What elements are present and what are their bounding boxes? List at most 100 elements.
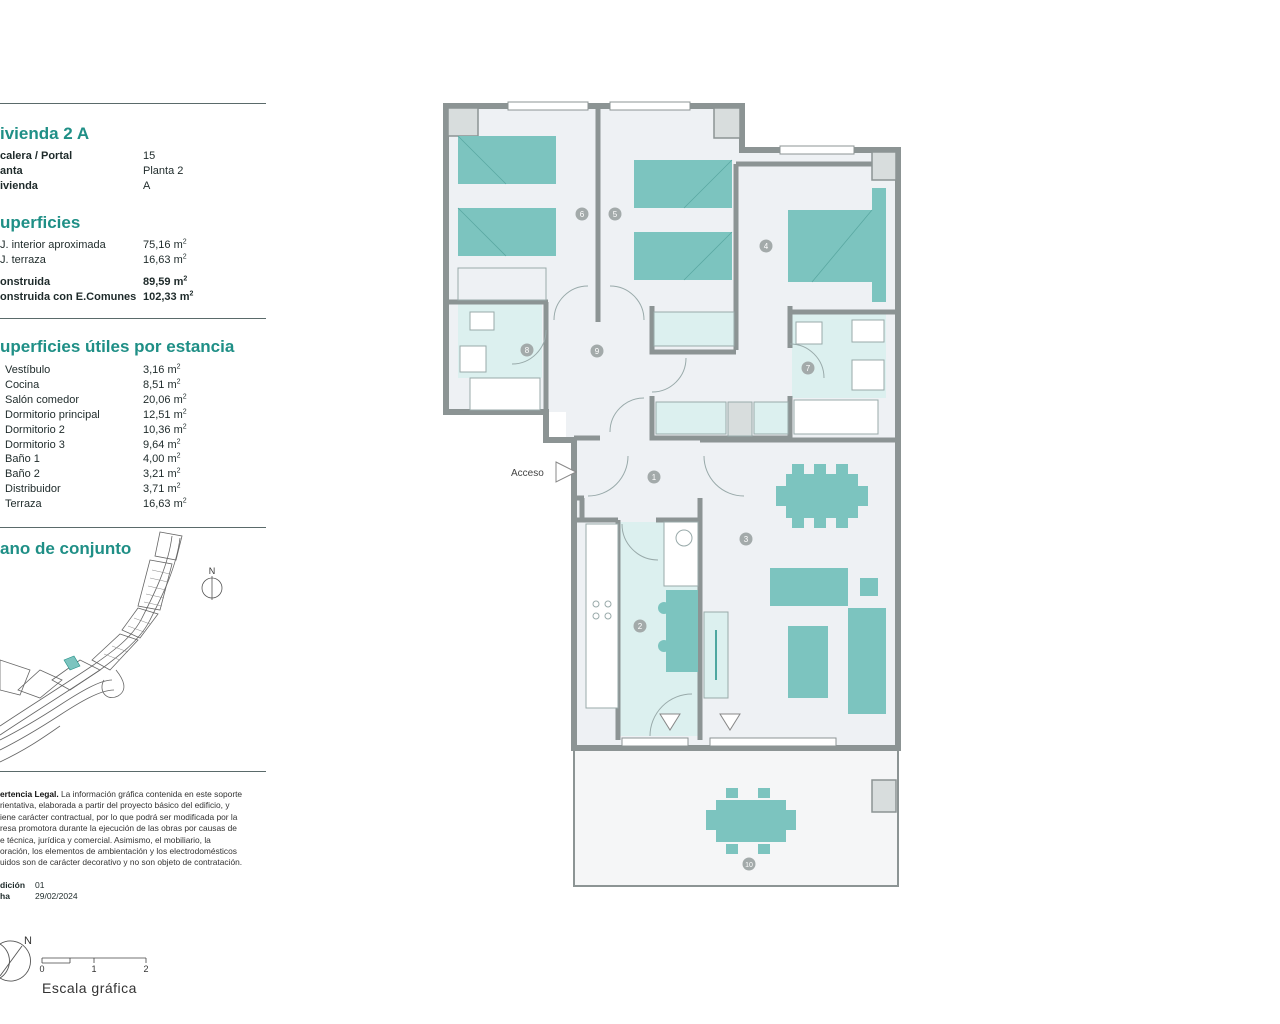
- surface-value: 75,16 m2: [143, 238, 187, 251]
- room-surface-label: Cocina: [5, 378, 40, 391]
- room-number-label: 5: [613, 210, 618, 219]
- detail-value: Planta 2: [143, 165, 184, 177]
- room-surface-value: 3,16 m2: [143, 363, 181, 376]
- legal-line: iene carácter contractual, por lo que po…: [0, 811, 238, 822]
- living-room-furniture: [703, 464, 886, 714]
- room-number-label: 6: [580, 210, 585, 219]
- room-number-marker: [633, 619, 647, 633]
- interior-walls: [446, 106, 898, 740]
- room-surface-label: Vestíbulo: [5, 364, 51, 376]
- legal-line: oración, los elementos de ambientación y…: [0, 846, 237, 857]
- bedroom-3: [457, 135, 556, 301]
- arrow-down-icon: [719, 713, 741, 731]
- room-surface-value: 10,36 m2: [143, 422, 187, 436]
- edition-label: dición: [0, 880, 26, 890]
- access-label: Acceso: [511, 468, 544, 479]
- legal-heading: ertencia Legal.: [0, 789, 59, 799]
- master-bedroom: [788, 188, 886, 302]
- door-swings: [511, 285, 825, 737]
- legal-line: uidos son de carácter decorativo y no so…: [0, 857, 243, 868]
- scale-label: Escala gráfica: [42, 980, 137, 996]
- detail-label: anta: [0, 165, 23, 177]
- room-surface-label: Baño 1: [5, 453, 40, 466]
- edition-label: ha: [0, 891, 10, 901]
- terrace-furniture: [706, 788, 796, 854]
- built-surface-value: 89,59 m2: [143, 275, 188, 288]
- entrance-arrow-icon: [555, 461, 578, 483]
- detail-value: A: [143, 180, 151, 192]
- room-surface-label: Distribuidor: [5, 483, 61, 496]
- scale-tick-2: 2: [143, 964, 148, 974]
- room-surface-value: 4,00 m2: [143, 452, 181, 466]
- divider: [0, 771, 266, 772]
- surface-label: J. terraza: [0, 254, 46, 266]
- room-number-label: 4: [764, 242, 769, 251]
- legal-line: rientativa, elaborada a partir del proye…: [0, 800, 230, 811]
- room-surface-label: Salón comedor: [5, 393, 79, 406]
- north-arrow-icon: N: [201, 566, 223, 600]
- arrow-down-icon: [659, 713, 681, 731]
- room-surface-value: 20,06 m2: [143, 393, 187, 406]
- room-number-marker: [742, 857, 756, 871]
- built-surface-label: onstruida: [0, 276, 51, 288]
- room-number-marker: [647, 470, 661, 484]
- room-number-marker: [801, 361, 815, 375]
- room-number-label: 9: [595, 347, 600, 356]
- bath-1-fixtures: [793, 319, 885, 435]
- legal-line: e técnica, jurídica y comercial. Asimism…: [0, 834, 211, 845]
- surfaces-title: uperficies: [0, 213, 81, 232]
- room-number-marker: [759, 239, 773, 253]
- legal-line: resa promotora durante la ejecución de l…: [0, 823, 237, 834]
- site-plan-title: ano de conjunto: [0, 539, 132, 558]
- svg-text:N: N: [24, 935, 32, 947]
- room-number-marker: [590, 344, 604, 358]
- room-number-marker: [520, 343, 534, 357]
- detail-label: ivienda: [0, 180, 38, 192]
- room-surface-value: 8,51 m2: [143, 378, 181, 391]
- room-number-marker: [608, 207, 622, 221]
- north-arrow-icon: N: [0, 935, 32, 982]
- room-surface-value: 3,71 m2: [143, 482, 181, 496]
- detail-value: 15: [143, 150, 156, 162]
- edition-value: 01: [35, 880, 45, 890]
- room-number-marker: [739, 532, 753, 546]
- room-number-label: 8: [525, 346, 530, 355]
- hall-wardrobes: [655, 401, 789, 437]
- highlighted-building: [63, 655, 81, 671]
- surface-label: J. interior aproximada: [0, 239, 106, 251]
- svg-text:N: N: [209, 566, 216, 576]
- kitchen-fixtures: [585, 521, 699, 709]
- room-surface-value: 12,51 m2: [143, 408, 187, 421]
- detail-label: calera / Portal: [0, 150, 73, 162]
- room-surface-value: 16,63 m2: [143, 497, 187, 511]
- divider: [0, 103, 266, 104]
- room-number-marker: [575, 207, 589, 221]
- room-number-label: 1: [652, 473, 657, 482]
- scale-tick-1: 1: [91, 964, 96, 974]
- entrance-markers: [555, 461, 741, 731]
- room-surfaces-title: uperficies útiles por estancia: [0, 337, 235, 356]
- built-surface-value: 102,33 m2: [143, 290, 194, 303]
- room-surface-label: Baño 2: [5, 468, 40, 481]
- room-number-label: 7: [806, 364, 811, 373]
- bedroom-2: [634, 159, 735, 347]
- windows: [507, 101, 855, 747]
- room-number-label: 3: [744, 535, 749, 544]
- dwelling-title: ivienda 2 A: [0, 124, 90, 143]
- room-surface-label: Dormitorio 2: [5, 423, 65, 436]
- surface-value: 16,63 m2: [143, 253, 187, 266]
- room-surface-value: 9,64 m2: [143, 437, 181, 451]
- legal-line: La información gráfica contenida en este…: [58, 789, 243, 799]
- room-surface-value: 3,21 m2: [143, 467, 181, 481]
- site-plan-map: N: [0, 531, 223, 763]
- edition-value: 29/02/2024: [35, 891, 78, 901]
- room-number-label: 10: [745, 862, 753, 869]
- room-surface-label: Terraza: [5, 498, 42, 511]
- graphic-scale: N 0 1 2: [0, 935, 149, 982]
- outer-walls: [443, 103, 901, 751]
- divider: [0, 527, 266, 528]
- scale-tick-0: 0: [39, 964, 44, 974]
- legal-notice: ertencia Legal. La información gráfica c…: [0, 789, 262, 869]
